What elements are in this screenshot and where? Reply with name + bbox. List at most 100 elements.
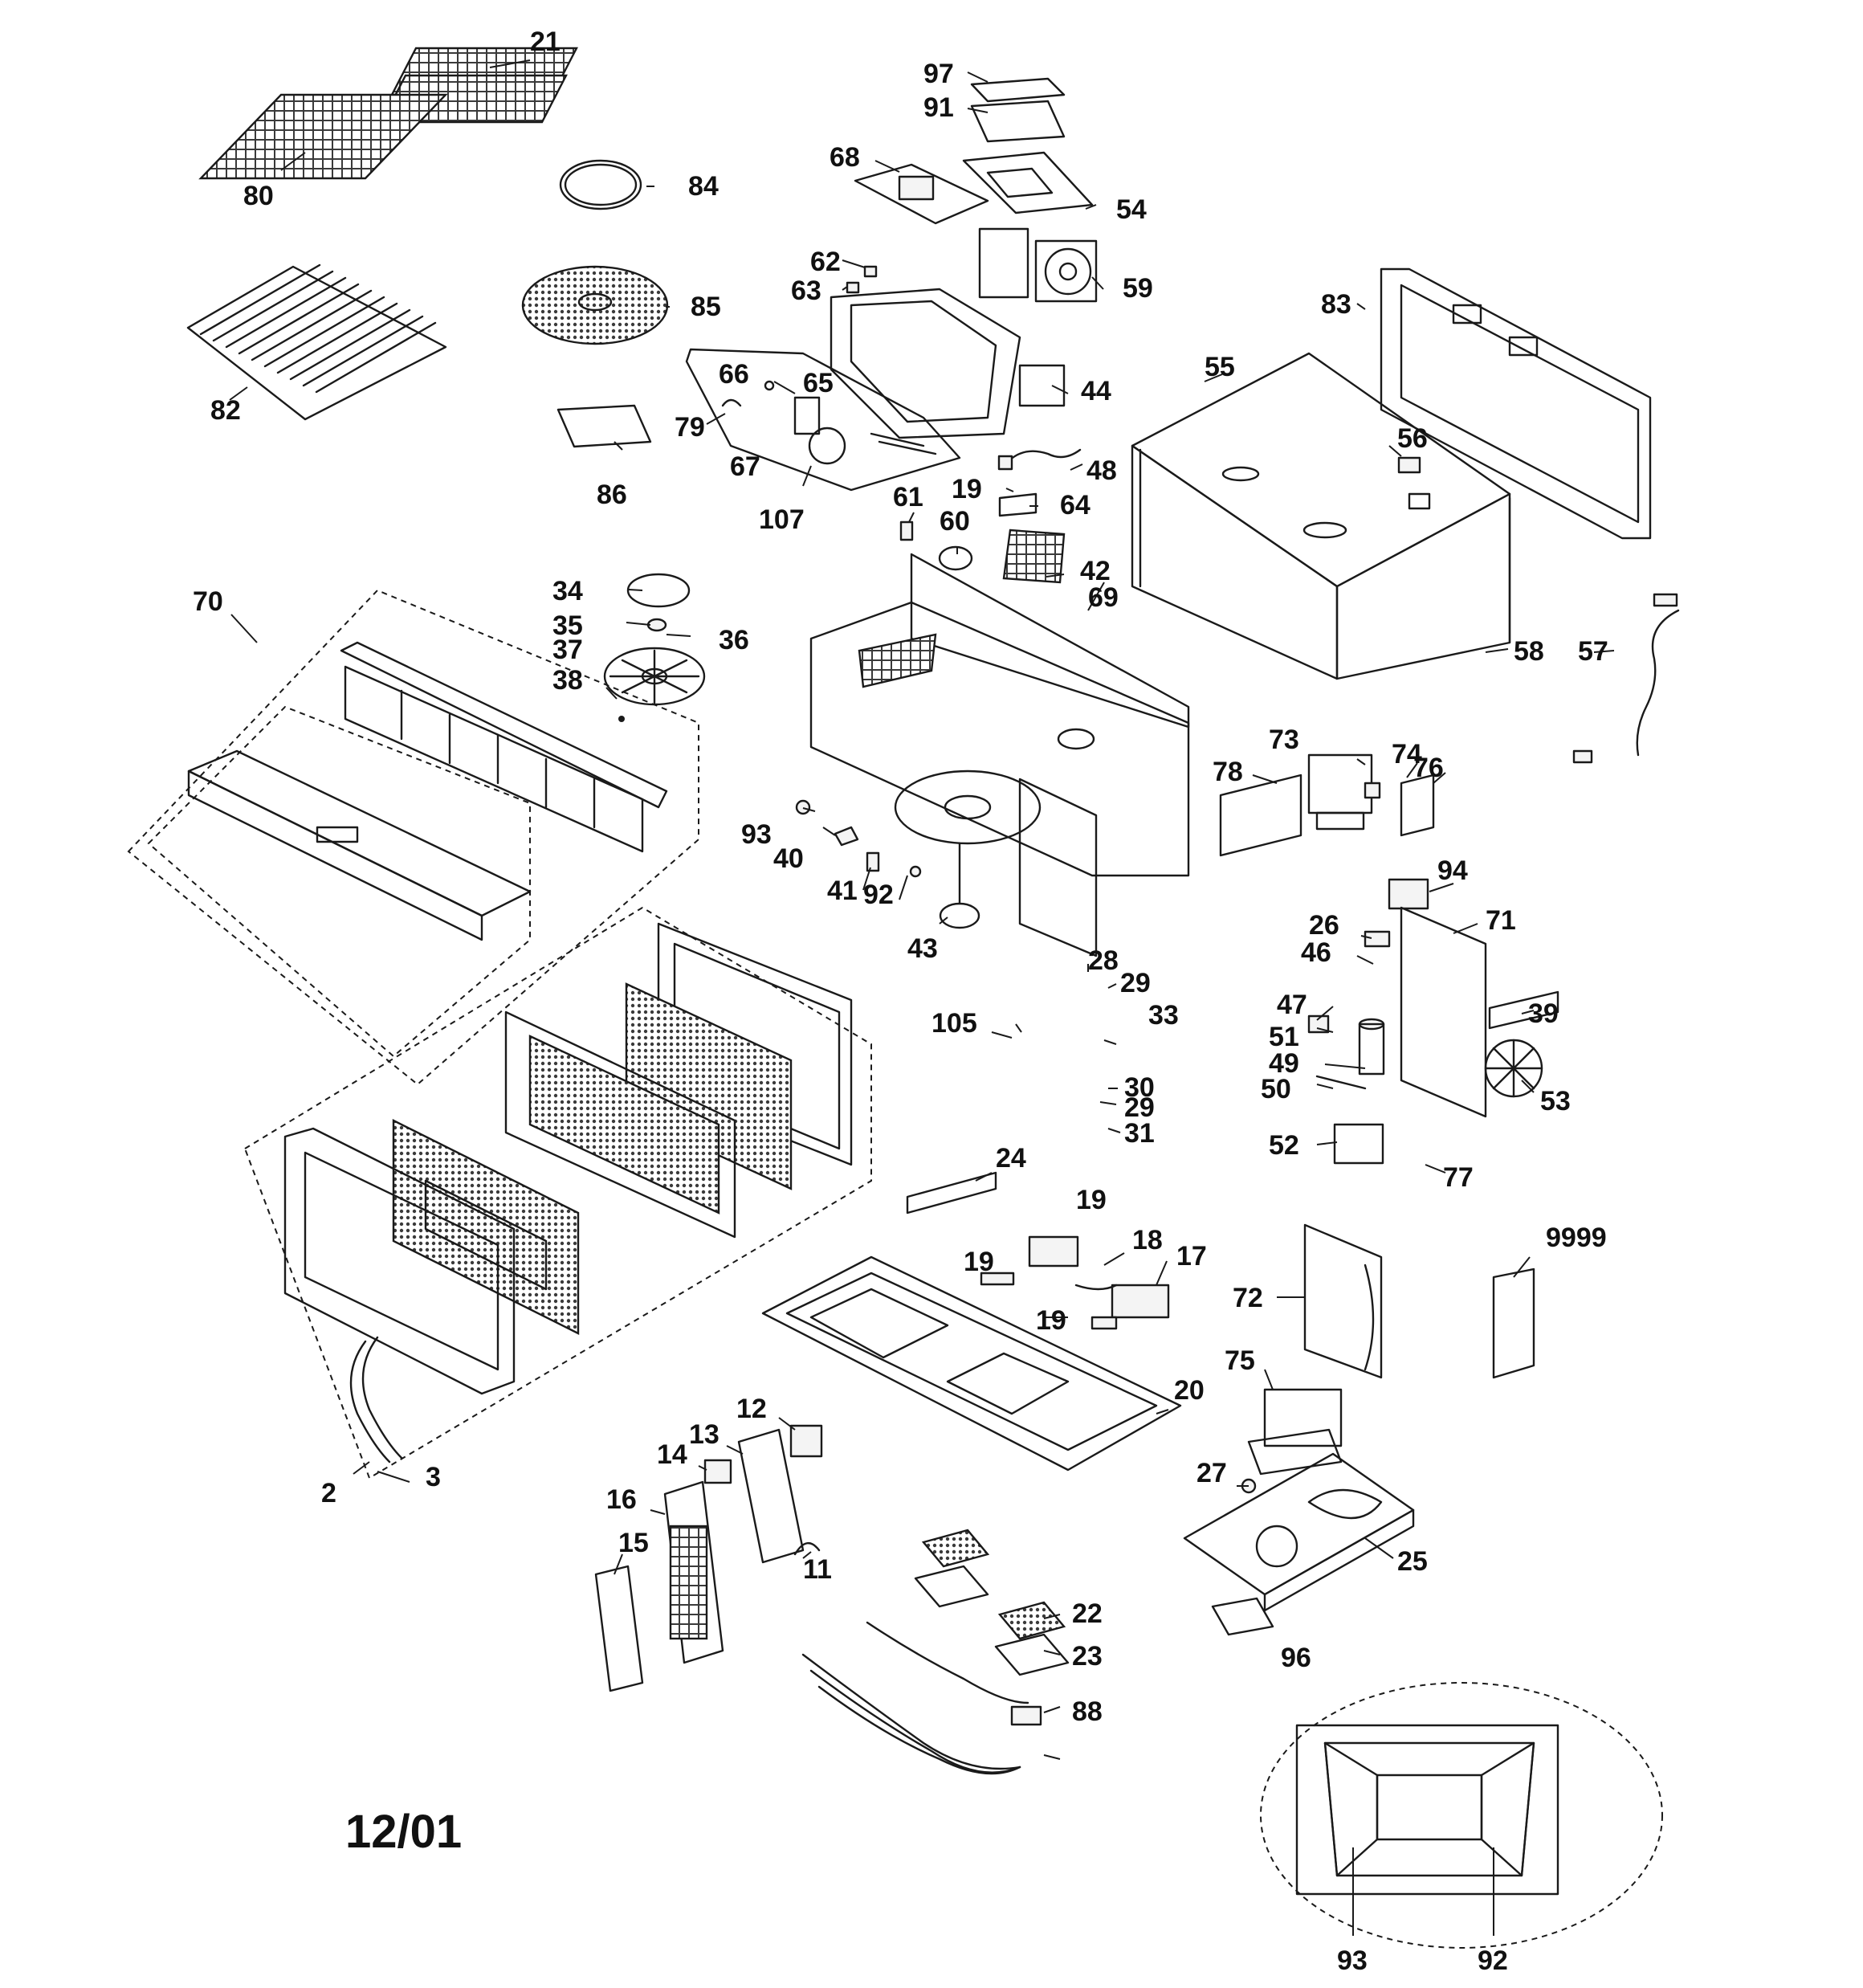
label-92a: 92 bbox=[863, 880, 894, 910]
label-39: 39 bbox=[1528, 998, 1559, 1029]
grille-42 bbox=[1002, 529, 1066, 584]
label-64: 64 bbox=[1060, 490, 1090, 520]
label-17: 17 bbox=[1176, 1241, 1207, 1272]
keypad-16 bbox=[663, 1480, 724, 1664]
door-mesh-outer bbox=[392, 1119, 580, 1335]
label-30: 30 bbox=[1124, 1072, 1155, 1103]
label-91: 91 bbox=[923, 92, 954, 123]
label-18: 18 bbox=[1132, 1225, 1163, 1255]
leader-lines bbox=[229, 59, 1615, 1936]
turntable-tray-85 bbox=[521, 265, 669, 345]
label-78: 78 bbox=[1213, 757, 1243, 787]
label-12: 12 bbox=[736, 1394, 767, 1424]
thermostat-74 bbox=[1364, 782, 1381, 799]
magnetron-73 bbox=[1307, 753, 1373, 831]
label-27: 27 bbox=[1196, 1458, 1227, 1488]
label-16: 16 bbox=[606, 1484, 637, 1515]
label-54: 54 bbox=[1116, 194, 1147, 225]
screw-92-main bbox=[909, 865, 922, 878]
damper-91 bbox=[970, 100, 1066, 143]
base-plate-20 bbox=[761, 1255, 1182, 1472]
screw-93-main bbox=[795, 799, 811, 815]
label-34: 34 bbox=[552, 576, 583, 606]
frame-23 bbox=[914, 1565, 1070, 1676]
label-23: 23 bbox=[1072, 1641, 1103, 1672]
ring-84 bbox=[559, 159, 642, 210]
label-66: 66 bbox=[719, 359, 749, 390]
fan-housing-44 bbox=[830, 288, 1066, 439]
switch-62 bbox=[863, 265, 878, 278]
label-93b: 93 bbox=[1337, 1945, 1368, 1976]
cover-72 bbox=[1303, 1223, 1383, 1379]
label-76: 76 bbox=[1413, 753, 1444, 783]
label-36: 36 bbox=[719, 625, 749, 655]
label-83: 83 bbox=[1321, 289, 1351, 320]
lamp-61 bbox=[899, 520, 914, 541]
diode-50 bbox=[1315, 1075, 1367, 1090]
group-outline-70 bbox=[127, 589, 699, 1086]
label-77: 77 bbox=[1443, 1162, 1474, 1193]
label-9999: 9999 bbox=[1546, 1223, 1607, 1253]
label-94: 94 bbox=[1437, 855, 1468, 886]
label-52: 52 bbox=[1269, 1130, 1299, 1161]
label-14: 14 bbox=[657, 1439, 687, 1470]
fan-blade-53 bbox=[1484, 1039, 1543, 1098]
label-11: 11 bbox=[803, 1554, 832, 1585]
bracket-76 bbox=[1400, 774, 1435, 837]
label-35: 35 bbox=[552, 610, 583, 641]
label-73: 73 bbox=[1269, 725, 1299, 755]
switch-63 bbox=[846, 281, 860, 294]
label-22: 22 bbox=[1072, 1598, 1103, 1629]
door-front bbox=[283, 1127, 516, 1395]
label-55: 55 bbox=[1205, 352, 1235, 382]
label-21: 21 bbox=[530, 27, 561, 57]
label-48: 48 bbox=[1086, 455, 1117, 486]
wire-11 bbox=[793, 1542, 821, 1556]
label-59: 59 bbox=[1123, 273, 1153, 304]
light-60 bbox=[938, 545, 973, 571]
label-86: 86 bbox=[597, 480, 627, 510]
label-41: 41 bbox=[827, 876, 858, 906]
oven-rack-82 bbox=[186, 263, 447, 421]
screw-38 bbox=[618, 716, 625, 722]
pcb-13 bbox=[737, 1428, 805, 1564]
plate-26 bbox=[1364, 930, 1391, 948]
label-70: 70 bbox=[193, 586, 223, 617]
back-plate-83 bbox=[1380, 267, 1652, 540]
label-15: 15 bbox=[618, 1528, 649, 1558]
display-14 bbox=[703, 1459, 732, 1484]
relay-17 bbox=[1090, 1284, 1170, 1330]
base-bracket-25 bbox=[1183, 1452, 1415, 1612]
label-25: 25 bbox=[1397, 1546, 1428, 1577]
label-26: 26 bbox=[1309, 910, 1339, 941]
transformer-75 bbox=[1247, 1388, 1343, 1476]
plate-68 bbox=[854, 163, 989, 225]
door-handle-3 bbox=[349, 1336, 403, 1463]
door-choke bbox=[504, 1010, 736, 1239]
label-47: 47 bbox=[1277, 990, 1307, 1020]
label-13: 13 bbox=[689, 1419, 720, 1450]
label-51: 51 bbox=[1269, 1022, 1299, 1052]
control-pcb-12 bbox=[789, 1424, 823, 1458]
bracket-95 bbox=[1211, 1597, 1274, 1636]
label-2: 2 bbox=[321, 1478, 336, 1508]
label-82: 82 bbox=[210, 395, 241, 426]
filter-80 bbox=[198, 93, 448, 180]
label-85: 85 bbox=[691, 292, 721, 322]
label-92b: 92 bbox=[1478, 1945, 1508, 1976]
label-19c: 19 bbox=[964, 1247, 994, 1277]
motor-52 bbox=[1333, 1123, 1384, 1165]
label-3: 3 bbox=[426, 1462, 441, 1492]
motor-assembly-107 bbox=[685, 348, 961, 492]
label-84: 84 bbox=[688, 171, 719, 202]
label-68: 68 bbox=[830, 142, 860, 173]
label-44: 44 bbox=[1081, 376, 1111, 406]
label-19d: 19 bbox=[1036, 1305, 1066, 1336]
bracket-71 bbox=[1400, 906, 1487, 1118]
date-code: 12/01 bbox=[345, 1806, 462, 1858]
label-105: 105 bbox=[932, 1008, 977, 1039]
harness-96 bbox=[866, 1621, 1042, 1726]
label-69: 69 bbox=[1088, 582, 1119, 613]
label-43: 43 bbox=[907, 933, 938, 964]
